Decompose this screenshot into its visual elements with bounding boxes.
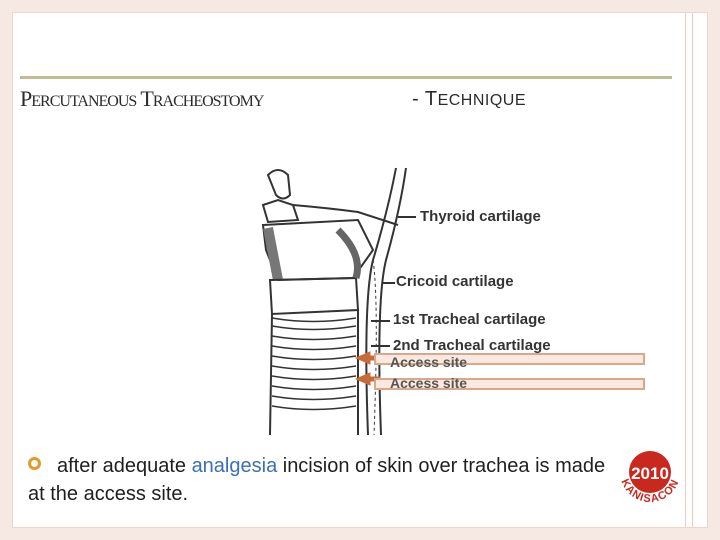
page-title: PERCUTANEOUS TRACHEOSTOMY (20, 86, 263, 112)
skin-dashes (373, 260, 376, 435)
label-thyroid-cartilage: Thyroid cartilage (420, 208, 541, 225)
logo-year: 2010 (631, 464, 669, 483)
label-first-tracheal-cartilage: 1st Tracheal cartilage (393, 311, 546, 328)
bullet-item: after adequate analgesia incision of ski… (28, 452, 608, 508)
skin-outline-outer (379, 168, 406, 435)
trachea-illustration (238, 150, 638, 435)
label-access-site: Access site (390, 354, 467, 370)
bullet-highlight: analgesia (192, 455, 278, 477)
thyroid-shade (268, 228, 278, 280)
label-cricoid-cartilage: Cricoid cartilage (396, 273, 514, 290)
subtitle-word: ECHNIQUE (438, 92, 526, 109)
cricoid-shade (338, 230, 358, 278)
kanisacon-logo: 2010 KANISACON (610, 438, 690, 518)
label-second-tracheal-cartilage: 2nd Tracheal cartilage (393, 337, 551, 354)
bullet-text-before: after adequate (57, 455, 192, 477)
epiglottis-shape (268, 170, 290, 199)
hyoid-shape (263, 200, 298, 222)
title-bar: PERCUTANEOUS TRACHEOSTOMY - TECHNIQUE (20, 76, 672, 116)
label-access-site: Access site (390, 375, 467, 391)
title-cap: P (20, 86, 31, 111)
logo-graphic: 2010 KANISACON (610, 438, 690, 518)
decorative-line (692, 13, 693, 527)
trachea-left-wall (270, 314, 272, 435)
cricoid-shape (270, 278, 358, 314)
title-rule (20, 76, 672, 79)
subtitle-prefix: - T (412, 88, 438, 110)
trachea-diagram: Thyroid cartilage Cricoid cartilage 1st … (238, 150, 638, 435)
title-word: ERCUTANEOUS (31, 93, 136, 110)
page-subtitle: - TECHNIQUE (412, 88, 526, 111)
title-cap: T (140, 86, 152, 111)
title-word: RACHEOSTOMY (153, 93, 264, 110)
bullet-circle-icon (28, 457, 41, 470)
